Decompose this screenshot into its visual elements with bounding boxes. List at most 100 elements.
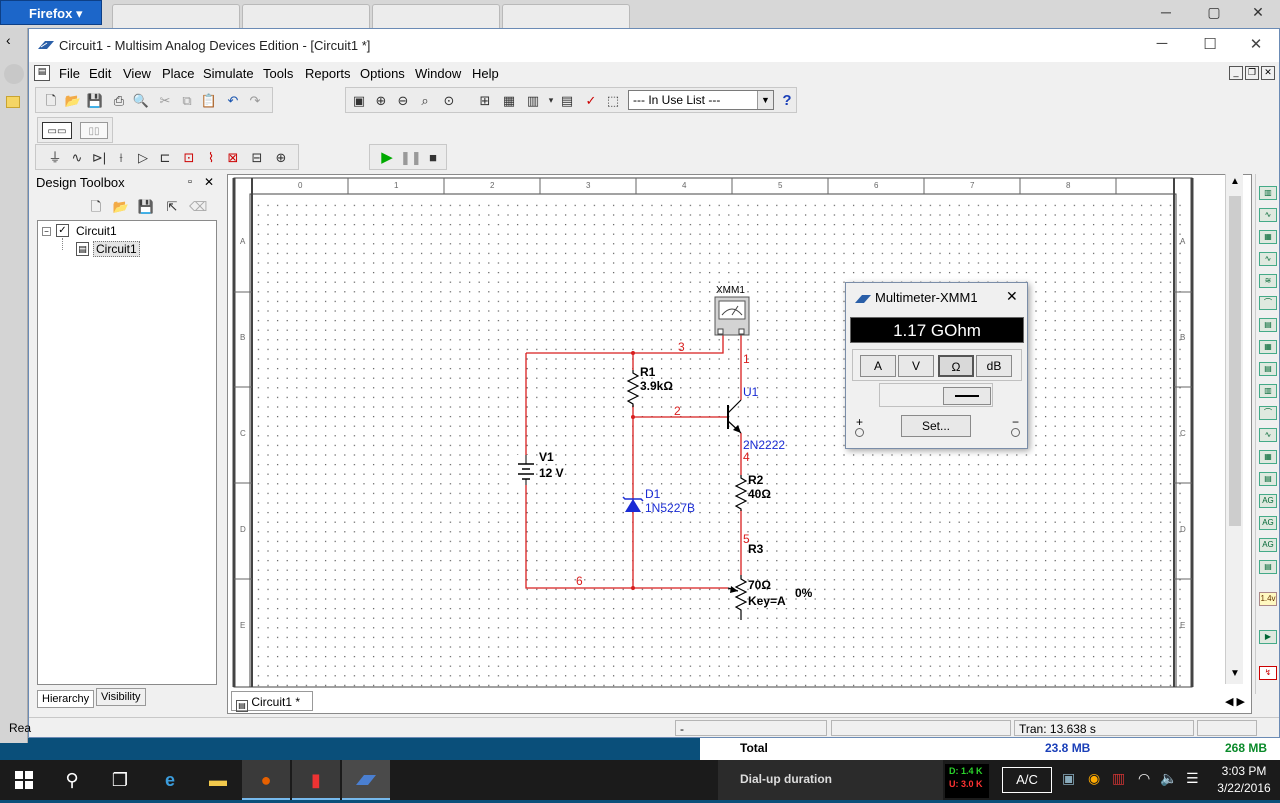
scroll-right-icon[interactable]: ▶: [1236, 696, 1245, 708]
close-icon[interactable]: ✕: [1249, 36, 1263, 53]
multisim-taskbar-icon[interactable]: [342, 760, 390, 800]
oscilloscope-icon[interactable]: ∿: [1259, 252, 1277, 266]
firefox-tab[interactable]: [372, 4, 500, 28]
multimeter-close-icon[interactable]: ✕: [1006, 288, 1018, 304]
source-icon[interactable]: ⏚: [48, 150, 62, 165]
search-icon[interactable]: ⚲: [65, 770, 79, 790]
run-icon[interactable]: ▶: [381, 149, 393, 166]
scroll-left-icon[interactable]: ◀: [1225, 696, 1234, 708]
grapher-dropdown-icon[interactable]: ▾: [548, 95, 554, 105]
schematic-canvas[interactable]: 0 1 2 3 4 5 6 7 8 A B C D E A B C D E: [227, 174, 1252, 714]
tab-hierarchy[interactable]: Hierarchy: [37, 690, 95, 708]
rename-icon[interactable]: ⇱: [166, 199, 178, 214]
transistor-icon[interactable]: ⟊: [119, 150, 123, 165]
analog-icon[interactable]: ▷: [138, 150, 148, 165]
menu-simulate[interactable]: Simulate: [203, 66, 254, 81]
basic-icon[interactable]: ∿: [71, 150, 83, 165]
u1-transistor-symbol[interactable]: [727, 399, 742, 434]
tab-circuit1[interactable]: ▤ Circuit1 *: [231, 691, 313, 712]
r2-resistor-symbol[interactable]: [734, 475, 748, 511]
multimeter-instrument-icon[interactable]: ▥: [1259, 186, 1277, 200]
ac-indicator[interactable]: A/C: [1002, 767, 1052, 793]
paste-icon[interactable]: 📋: [200, 93, 218, 108]
save-icon[interactable]: 💾: [86, 93, 104, 108]
agilent-mm-icon[interactable]: AG: [1259, 516, 1277, 530]
indicator-icon[interactable]: ⊟: [251, 150, 263, 165]
zoom-area-icon[interactable]: ⌕: [421, 93, 429, 108]
d1-zener-symbol[interactable]: [622, 496, 644, 512]
tree-child[interactable]: Circuit1: [93, 241, 140, 257]
ttl-icon[interactable]: ⊏: [159, 150, 171, 165]
misc-icon[interactable]: ⊕: [275, 150, 287, 165]
zoom-fit-icon[interactable]: ⊙: [443, 93, 455, 108]
pause-icon[interactable]: ❚❚: [400, 150, 422, 165]
erc-icon[interactable]: ✓: [585, 93, 597, 108]
agilent-fg-icon[interactable]: AG: [1259, 494, 1277, 508]
document-icon[interactable]: ▤: [34, 65, 50, 81]
design-checkbox-icon[interactable]: ✓: [56, 224, 69, 237]
save-icon[interactable]: 💾: [137, 199, 155, 214]
spreadsheet-icon[interactable]: ▦: [502, 93, 516, 108]
cut-icon[interactable]: ✂: [159, 93, 171, 108]
logic-analyzer-icon[interactable]: ▥: [1259, 384, 1277, 398]
voltmeter-button[interactable]: V: [898, 355, 934, 377]
menu-edit[interactable]: Edit: [89, 66, 112, 81]
mixed-icon[interactable]: ⊠: [227, 150, 239, 165]
cmos-icon[interactable]: ⊡: [183, 150, 195, 165]
doc-minimize-icon[interactable]: _: [1229, 66, 1243, 80]
v1-battery-symbol[interactable]: [516, 455, 536, 485]
print-preview-icon[interactable]: 🔍: [132, 93, 150, 108]
component-panel-icon[interactable]: ▭▭: [42, 122, 72, 139]
firefox-tab[interactable]: [502, 4, 630, 28]
pin-icon[interactable]: ▫: [188, 176, 192, 188]
hierarchy-icon[interactable]: ⊞: [479, 93, 491, 108]
edge-icon[interactable]: e: [164, 770, 175, 790]
ammeter-button[interactable]: A: [860, 355, 896, 377]
app-taskbar-icon[interactable]: ▮: [292, 760, 340, 800]
notification-icon[interactable]: ☰: [1186, 770, 1199, 786]
new-file-icon[interactable]: 🗋: [45, 93, 57, 108]
menu-tools[interactable]: Tools: [263, 66, 294, 81]
diode-icon[interactable]: ⊳|: [91, 150, 107, 165]
grapher-icon[interactable]: ▥: [526, 93, 540, 108]
firefox-minimize-icon[interactable]: ─: [1161, 4, 1171, 20]
doc-close-icon[interactable]: ✕: [1261, 66, 1275, 80]
four-channel-scope-icon[interactable]: ≋: [1259, 274, 1277, 288]
scroll-down-icon[interactable]: ▼: [1230, 668, 1240, 679]
set-button[interactable]: Set...: [901, 415, 971, 437]
file-explorer-icon[interactable]: ▬: [209, 770, 227, 790]
folder-icon[interactable]: [6, 96, 20, 108]
menu-file[interactable]: File: [59, 66, 80, 81]
undo-icon[interactable]: ↶: [227, 93, 239, 108]
distortion-analyzer-icon[interactable]: ∿: [1259, 428, 1277, 442]
menu-reports[interactable]: Reports: [305, 66, 351, 81]
menu-view[interactable]: View: [123, 66, 151, 81]
network-analyzer-icon[interactable]: ▤: [1259, 472, 1277, 486]
task-view-icon[interactable]: ❐: [111, 770, 129, 790]
fullscreen-icon[interactable]: ▣: [352, 93, 366, 108]
word-generator-icon[interactable]: ▦: [1259, 340, 1277, 354]
r1-resistor-symbol[interactable]: [626, 370, 640, 407]
tree-root[interactable]: Circuit1: [76, 224, 117, 238]
iv-analyzer-icon[interactable]: ⌒: [1259, 406, 1277, 420]
agilent-scope-icon[interactable]: AG: [1259, 538, 1277, 552]
doc-restore-icon[interactable]: ❐: [1245, 66, 1259, 80]
menu-window[interactable]: Window: [415, 66, 462, 81]
mcu-icon[interactable]: ⌇: [207, 150, 215, 165]
canvas-vertical-scrollbar[interactable]: ▲ ▼: [1225, 174, 1243, 684]
zoom-in-icon[interactable]: ⊕: [375, 93, 387, 108]
new-page-icon[interactable]: 🗋: [90, 199, 102, 214]
xmm1-multimeter-symbol[interactable]: [714, 296, 750, 336]
frequency-counter-icon[interactable]: ▤: [1259, 318, 1277, 332]
scroll-thumb[interactable]: [1229, 196, 1241, 526]
tektronix-icon[interactable]: ▤: [1259, 560, 1277, 574]
toolbox-close-icon[interactable]: ✕: [204, 175, 215, 189]
spectrum-analyzer-icon[interactable]: ▦: [1259, 450, 1277, 464]
open-folder-icon[interactable]: 📂: [64, 93, 82, 108]
decibel-button[interactable]: dB: [976, 355, 1012, 377]
wifi-icon[interactable]: ◠: [1138, 770, 1151, 786]
firefox-tab[interactable]: [242, 4, 370, 28]
tray-app-icon[interactable]: ▣: [1062, 770, 1076, 786]
r3-potentiometer-symbol[interactable]: [727, 575, 748, 620]
back-arrow-icon[interactable]: ‹: [6, 32, 11, 48]
